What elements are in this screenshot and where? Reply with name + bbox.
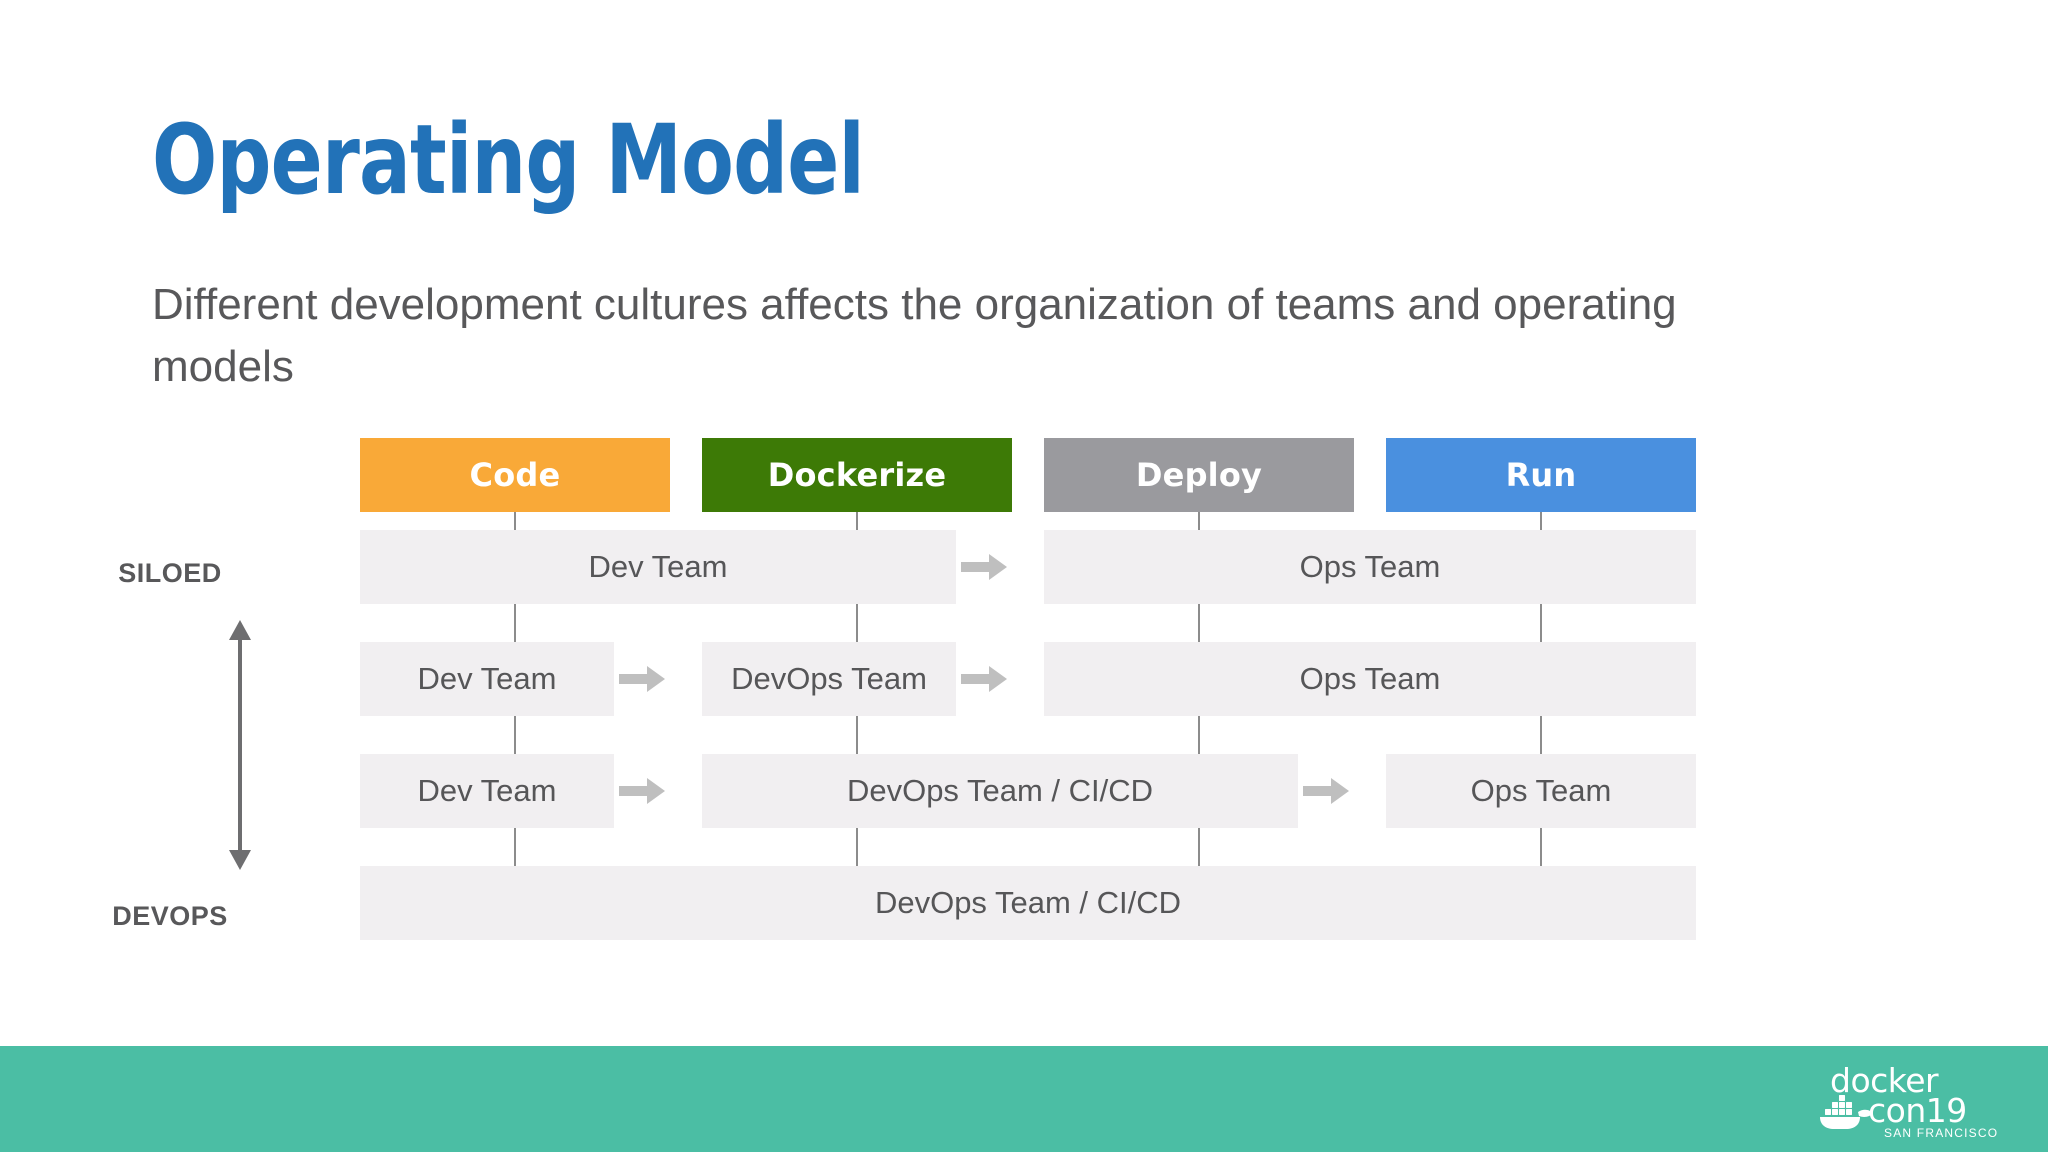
page-subtitle: Different development cultures affects t…: [152, 280, 1677, 391]
axis-label-devops: DEVOPS: [112, 901, 228, 931]
guide-line-run-3: [1540, 828, 1542, 866]
team-cell-label: Ops Team: [1470, 773, 1612, 808]
logo-line-docker: docker: [1830, 1061, 1939, 1100]
logo-tagline: SAN FRANCISCO: [1884, 1126, 1999, 1140]
team-cell[interactable]: Dev Team: [360, 754, 614, 828]
stage-header-label: Dockerize: [767, 456, 947, 494]
stage-header-bars: Code Dockerize Deploy Run: [360, 438, 1696, 512]
flow-arrow-icon: [614, 642, 670, 716]
team-cell[interactable]: DevOps Team: [702, 642, 956, 716]
team-row-row-2: Dev Team DevOps Team Ops Team: [0, 642, 2048, 716]
team-cell-label: Dev Team: [417, 773, 557, 808]
guide-line-deploy-2: [1198, 716, 1200, 754]
guide-line-code-1: [514, 604, 516, 642]
guide-line-code-3: [514, 828, 516, 866]
logo-line-con19: con19: [1868, 1091, 1967, 1130]
stage-header-dockerize[interactable]: Dockerize: [702, 438, 1012, 512]
team-row-siloed: Dev Team Ops Team: [0, 530, 2048, 604]
operating-model-diagram: SILOED DEVOPS Code Dockerize Deploy Run Dev…: [0, 430, 2048, 970]
guide-line-dockerize-0: [856, 512, 858, 530]
axis-label-siloed: SILOED: [118, 558, 222, 588]
team-cell-label: DevOps Team / CI/CD: [846, 773, 1154, 808]
guide-line-dockerize-1: [856, 604, 858, 642]
team-row-row-3: Dev Team DevOps Team / CI/CD Ops Team: [0, 754, 2048, 828]
flow-arrow-icon: [1298, 754, 1354, 828]
team-row-devops: DevOps Team / CI/CD: [0, 866, 2048, 940]
stage-header-deploy[interactable]: Deploy: [1044, 438, 1354, 512]
guide-line-run-1: [1540, 604, 1542, 642]
guide-line-run-0: [1540, 512, 1542, 530]
stage-header-label: Run: [1505, 456, 1577, 494]
flow-arrow-icon: [956, 530, 1012, 604]
guide-line-code-0: [514, 512, 516, 530]
guide-line-run-2: [1540, 716, 1542, 754]
team-cell-label: DevOps Team / CI/CD: [874, 885, 1182, 920]
team-cell-label: DevOps Team: [731, 661, 927, 696]
team-cell[interactable]: Dev Team: [360, 530, 956, 604]
guide-line-dockerize-2: [856, 716, 858, 754]
team-cell[interactable]: Ops Team: [1044, 530, 1696, 604]
team-cell[interactable]: DevOps Team / CI/CD: [702, 754, 1298, 828]
dockercon-logo: docker con19 SAN FRANCISCO: [1776, 1064, 2006, 1142]
stage-header-run[interactable]: Run: [1386, 438, 1696, 512]
stage-header-label: Code: [469, 456, 561, 494]
guide-line-deploy-3: [1198, 828, 1200, 866]
guide-line-deploy-0: [1198, 512, 1200, 530]
team-cell[interactable]: Ops Team: [1386, 754, 1696, 828]
team-cell-label: Dev Team: [417, 661, 557, 696]
team-cell[interactable]: Dev Team: [360, 642, 614, 716]
stage-header-code[interactable]: Code: [360, 438, 670, 512]
team-cell-label: Ops Team: [1299, 549, 1441, 584]
team-cell-label: Dev Team: [588, 549, 728, 584]
flow-arrow-icon: [956, 642, 1012, 716]
team-cell-label: Ops Team: [1299, 661, 1441, 696]
team-cell[interactable]: Ops Team: [1044, 642, 1696, 716]
guide-line-code-2: [514, 716, 516, 754]
flow-arrow-icon: [614, 754, 670, 828]
footer-band: docker con19 SAN FRANCISCO: [0, 1046, 2048, 1152]
guide-line-dockerize-3: [856, 828, 858, 866]
stage-header-label: Deploy: [1135, 456, 1263, 494]
page-title: Operating Model: [152, 104, 865, 216]
docker-whale-icon: [1818, 1094, 1876, 1130]
guide-line-deploy-1: [1198, 604, 1200, 642]
team-cell[interactable]: DevOps Team / CI/CD: [360, 866, 1696, 940]
maturity-axis-arrow-icon: [228, 620, 252, 870]
